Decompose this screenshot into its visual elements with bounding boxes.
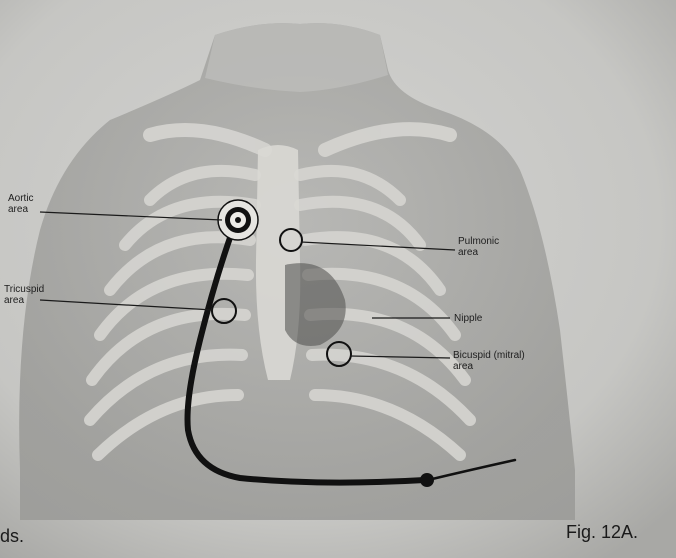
sternum <box>255 145 301 380</box>
stethoscope-tubing-end <box>426 458 517 482</box>
bicuspid-leader <box>349 355 451 359</box>
pulmonic-label-line2: area <box>458 247 479 258</box>
caption-fragment: ds. <box>0 526 25 546</box>
aortic-area-label: Aortic area <box>8 193 34 215</box>
stethoscope-chestpiece <box>217 199 259 241</box>
aortic-leader <box>39 211 223 221</box>
bicuspid-area-label: Bicuspid (mitral) area <box>453 350 525 372</box>
pulmonic-area-label: Pulmonic area <box>458 236 499 258</box>
pulmonic-leader <box>300 241 456 251</box>
pulmonic-label-line1: Pulmonic <box>458 236 500 247</box>
tricuspid-label-line2: area <box>4 295 25 306</box>
clavicles <box>143 122 457 157</box>
figure-caption: Fig. 12A. <box>566 522 639 542</box>
bicuspid-label-line1: Bicuspid (mitral) <box>453 350 525 361</box>
tricuspid-label-line1: Tricuspid <box>4 284 45 295</box>
nipple-label: Nipple <box>454 313 482 324</box>
pulmonic-site-marker <box>279 228 303 252</box>
tubing-connector <box>420 473 434 487</box>
aortic-label-line1: Aortic <box>8 193 34 204</box>
neck <box>205 23 388 92</box>
tricuspid-area-label: Tricuspid area <box>4 284 44 306</box>
bicuspid-site-marker <box>326 341 352 367</box>
heart-shadow <box>285 263 346 346</box>
nipple-label-line1: Nipple <box>454 313 483 324</box>
leader-lines <box>39 211 456 359</box>
tricuspid-leader <box>39 299 214 311</box>
aortic-label-line2: area <box>8 204 29 215</box>
ribs-right <box>294 164 476 461</box>
bicuspid-label-line2: area <box>453 361 474 372</box>
stethoscope-tubing <box>184 229 428 486</box>
tricuspid-site-marker <box>211 298 237 324</box>
